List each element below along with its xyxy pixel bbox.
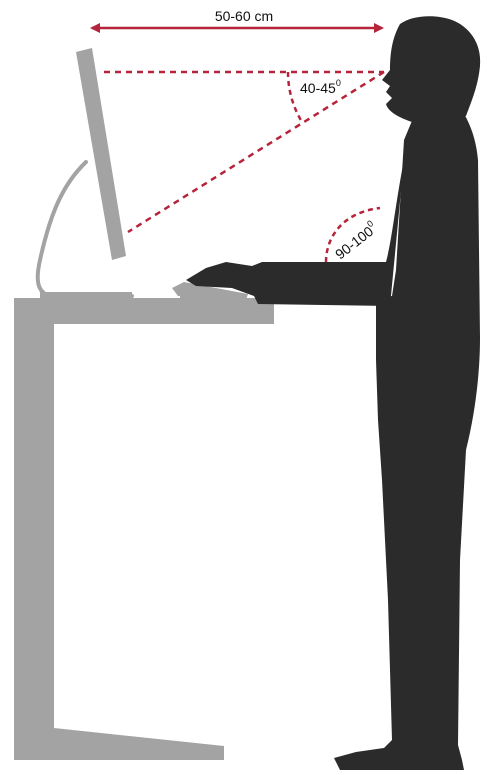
gaze-angle-degree: 0 — [336, 78, 341, 88]
monitor — [38, 48, 132, 299]
ergonomic-guides — [92, 28, 384, 262]
keyboard-base — [180, 294, 246, 298]
gaze-angle-value: 40-45 — [300, 80, 336, 96]
desk-foot — [14, 728, 224, 760]
elbow-angle-label: 90-1000 — [331, 218, 380, 262]
viewing-distance-label: 50-60 cm — [215, 8, 273, 24]
person-torso-legs — [334, 110, 480, 770]
monitor-screen — [76, 48, 126, 260]
person-silhouette — [186, 16, 480, 770]
desk-leg — [14, 298, 54, 740]
gaze-angle-label: 40-450 — [300, 78, 341, 96]
monitor-base — [40, 292, 132, 299]
person-head — [382, 16, 480, 122]
gaze-line — [128, 72, 384, 232]
standing-desk — [14, 298, 274, 760]
